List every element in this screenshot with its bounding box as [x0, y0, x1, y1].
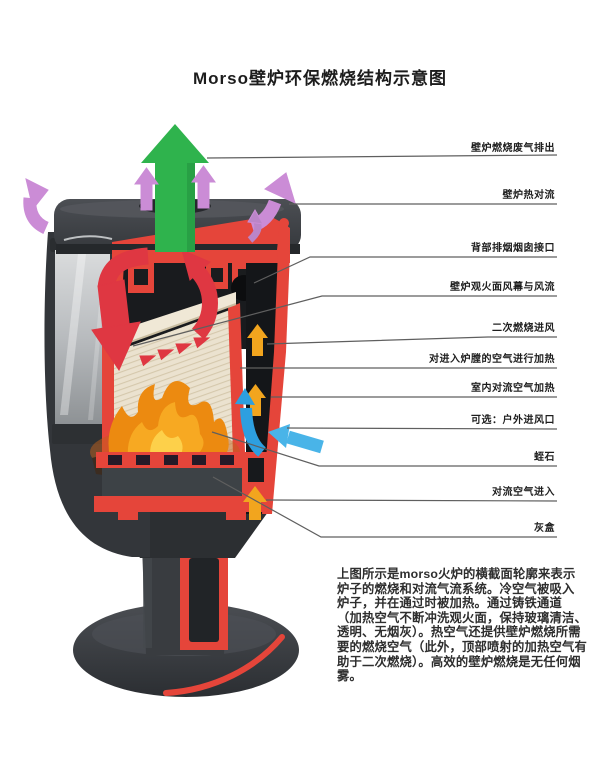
pedestal-column [142, 545, 228, 655]
label-rear-flue: 背部排烟烟囱接口 [471, 243, 555, 254]
heat-convection-arrows [23, 165, 296, 243]
page-title: Morso壁炉环保燃烧结构示意图 [193, 69, 447, 88]
cold-air-up-arrow [235, 388, 255, 405]
airwash-down-arrow [91, 321, 141, 372]
leader-lines [132, 154, 558, 538]
leader-secondary-air [266, 336, 557, 345]
label-outdoor-intake: 可选：户外进风口 [471, 415, 555, 426]
label-firebox-air-heat: 对进入炉膛的空气进行加热 [429, 354, 555, 365]
grate-and-ash-box [94, 452, 272, 520]
smoke-flow-arrows [91, 247, 218, 372]
label-ash-box: 灰盒 [534, 523, 555, 534]
heated-air-arrows [243, 324, 268, 520]
ash-box [102, 468, 242, 496]
leader-exhaust [206, 154, 558, 159]
label-exhaust-out: 壁炉燃烧废气排出 [471, 143, 555, 154]
stove-illustration [23, 124, 324, 697]
exhaust-gas-arrow [141, 124, 209, 252]
secondary-combustion-air-arrow [247, 324, 268, 356]
outdoor-intake-arrow [268, 424, 290, 448]
top-convection-arrow-right [191, 165, 216, 209]
leader-airwash [132, 295, 557, 347]
leader-rear-flue [253, 256, 557, 284]
cold-air-arrows [235, 388, 324, 457]
label-vermiculite: 蛭石 [534, 452, 555, 463]
label-room-air-heat: 室内对流空气加热 [471, 383, 555, 394]
leader-convection-entry [265, 499, 558, 502]
label-secondary-air: 二次燃烧进风 [492, 323, 555, 334]
room-convection-arrow-left [23, 197, 50, 234]
stove-underside [112, 512, 268, 558]
label-airwash-curtain: 壁炉观火面风幕与风流 [450, 282, 555, 293]
description-text: 上图所示是morso火炉的横截面轮廓来表示 炉子的燃烧和对流气流系统。冷空气被吸… [337, 567, 587, 684]
smoke-up-arrow [181, 249, 211, 281]
label-convection-entry: 对流空气进入 [492, 487, 555, 498]
base-cut-rim [163, 634, 285, 696]
top-convection-arrow-left [134, 167, 159, 211]
room-air-heating-arrow [245, 384, 266, 416]
hinge-highlight [63, 235, 113, 241]
convection-air-entry-arrow [243, 486, 267, 520]
leader-ash-box [212, 476, 557, 538]
leader-vermiculite [211, 431, 557, 467]
label-heat-convection: 壁炉热对流 [502, 190, 555, 201]
leader-outdoor-intake [286, 427, 558, 430]
secondary-air-jets [139, 337, 211, 367]
